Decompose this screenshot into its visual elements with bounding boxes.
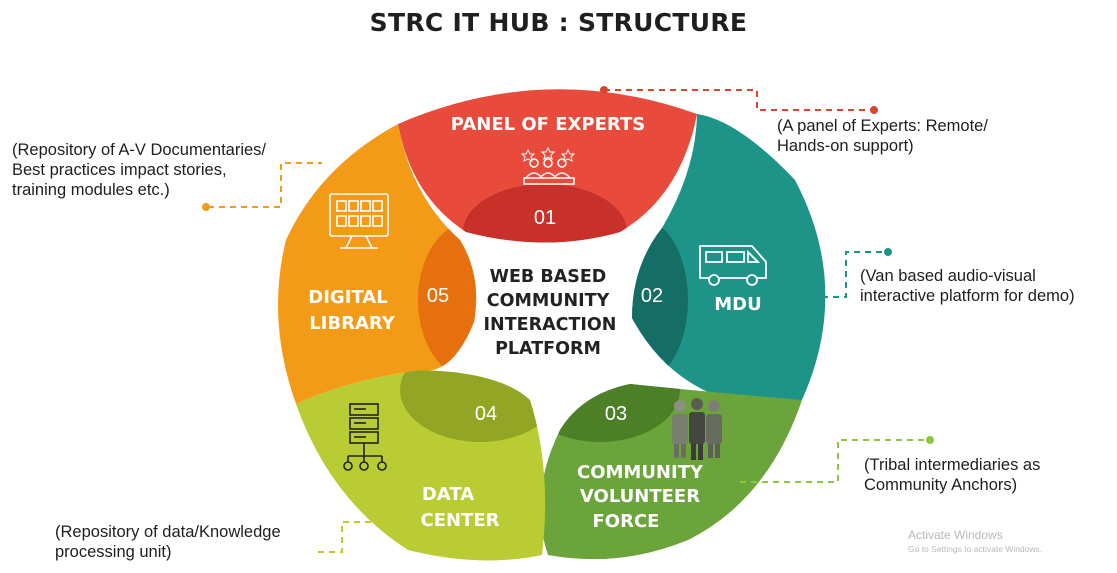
volunteers-photo-icon: [672, 398, 722, 460]
note-04-data-center: (Repository of data/Knowledge processing…: [55, 522, 281, 562]
segment-05-inner-shape: [418, 222, 477, 378]
note-05-line-1: (Repository of A-V Documentaries/: [12, 141, 267, 159]
segment-01-inner-shape: [463, 184, 627, 243]
leader-dot-01a: [600, 86, 608, 94]
segment-01-label: PANEL OF EXPERTS: [451, 114, 645, 135]
note-05-line-2: Best practices impact stories,: [12, 161, 227, 179]
leader-dot-01b: [870, 106, 878, 114]
note-05-digital-library: (Repository of A-V Documentaries/ Best p…: [12, 140, 266, 200]
segment-01-number: 01: [534, 207, 556, 229]
note-02-line-2: interactive platform for demo): [860, 287, 1075, 305]
center-line-1: WEB BASED: [490, 267, 607, 287]
segment-05-label-line-2: LIBRARY: [309, 313, 396, 334]
segment-05-number: 05: [427, 285, 449, 307]
note-03-line-2: Community Anchors): [864, 476, 1018, 494]
segment-04-label-line-2: CENTER: [420, 510, 499, 531]
watermark-line-1: Activate Windows: [908, 528, 1003, 542]
center-line-3: INTERACTION: [484, 315, 617, 335]
note-03-community-volunteer-force: (Tribal intermediaries as Community Anch…: [864, 455, 1040, 495]
watermark-line-2: Go to Settings to activate Windows.: [908, 544, 1043, 554]
note-05-line-3: training modules etc.): [12, 181, 170, 199]
note-01-line-1: (A panel of Experts: Remote/: [777, 117, 988, 135]
center-line-2: COMMUNITY: [487, 291, 610, 311]
page-title: STRC IT HUB : STRUCTURE: [369, 8, 748, 37]
segment-04-number: 04: [475, 403, 497, 425]
note-02-line-1: (Van based audio-visual: [860, 267, 1036, 285]
segment-05-label-line-1: DIGITAL: [308, 287, 387, 308]
segment-03-label-line-2: VOLUNTEER: [580, 486, 700, 507]
center-line-4: PLATFORM: [495, 339, 601, 359]
leader-line-05: [208, 162, 322, 208]
segment-04-data-center: 04 DATA CENTER: [296, 370, 546, 561]
segment-01-panel-of-experts: 01 PANEL OF EXPERTS: [398, 89, 697, 243]
segment-02-number: 02: [641, 285, 663, 307]
leader-line-04: [318, 521, 384, 553]
activate-windows-watermark: Activate Windows Go to Settings to activ…: [908, 528, 1042, 554]
segment-02-mdu: 02 MDU: [632, 114, 826, 400]
segment-02-label: MDU: [714, 294, 761, 315]
segment-02-inner-shape: [632, 218, 688, 382]
center-platform-label: WEB BASED COMMUNITY INTERACTION PLATFORM: [484, 267, 617, 359]
leader-line-02: [800, 251, 886, 298]
note-04-line-2: processing unit): [55, 543, 172, 561]
segment-03-label-line-3: FORCE: [593, 511, 660, 532]
note-03-line-1: (Tribal intermediaries as: [864, 456, 1041, 474]
segment-03-number: 03: [605, 403, 627, 425]
note-01-line-2: Hands-on support): [777, 137, 914, 155]
segment-04-inner-shape: [400, 370, 546, 442]
note-02-mdu: (Van based audio-visual interactive plat…: [860, 266, 1075, 306]
van-icon: [699, 245, 767, 286]
note-04-line-1: (Repository of data/Knowledge: [55, 523, 281, 541]
computer-library-icon: [329, 193, 389, 249]
leader-dot-05: [202, 203, 210, 211]
leader-dot-02: [884, 248, 892, 256]
leader-line-03: [740, 439, 928, 483]
segment-05-digital-library: 05 DIGITAL LIBRARY: [278, 124, 477, 404]
note-01-panel-of-experts: (A panel of Experts: Remote/ Hands-on su…: [777, 116, 988, 156]
leader-dot-03: [926, 436, 934, 444]
segment-03-label-line-1: COMMUNITY: [577, 462, 704, 483]
server-network-icon: [343, 403, 387, 471]
experts-group-icon: [520, 146, 576, 185]
segment-04-label-line-1: DATA: [422, 484, 474, 505]
